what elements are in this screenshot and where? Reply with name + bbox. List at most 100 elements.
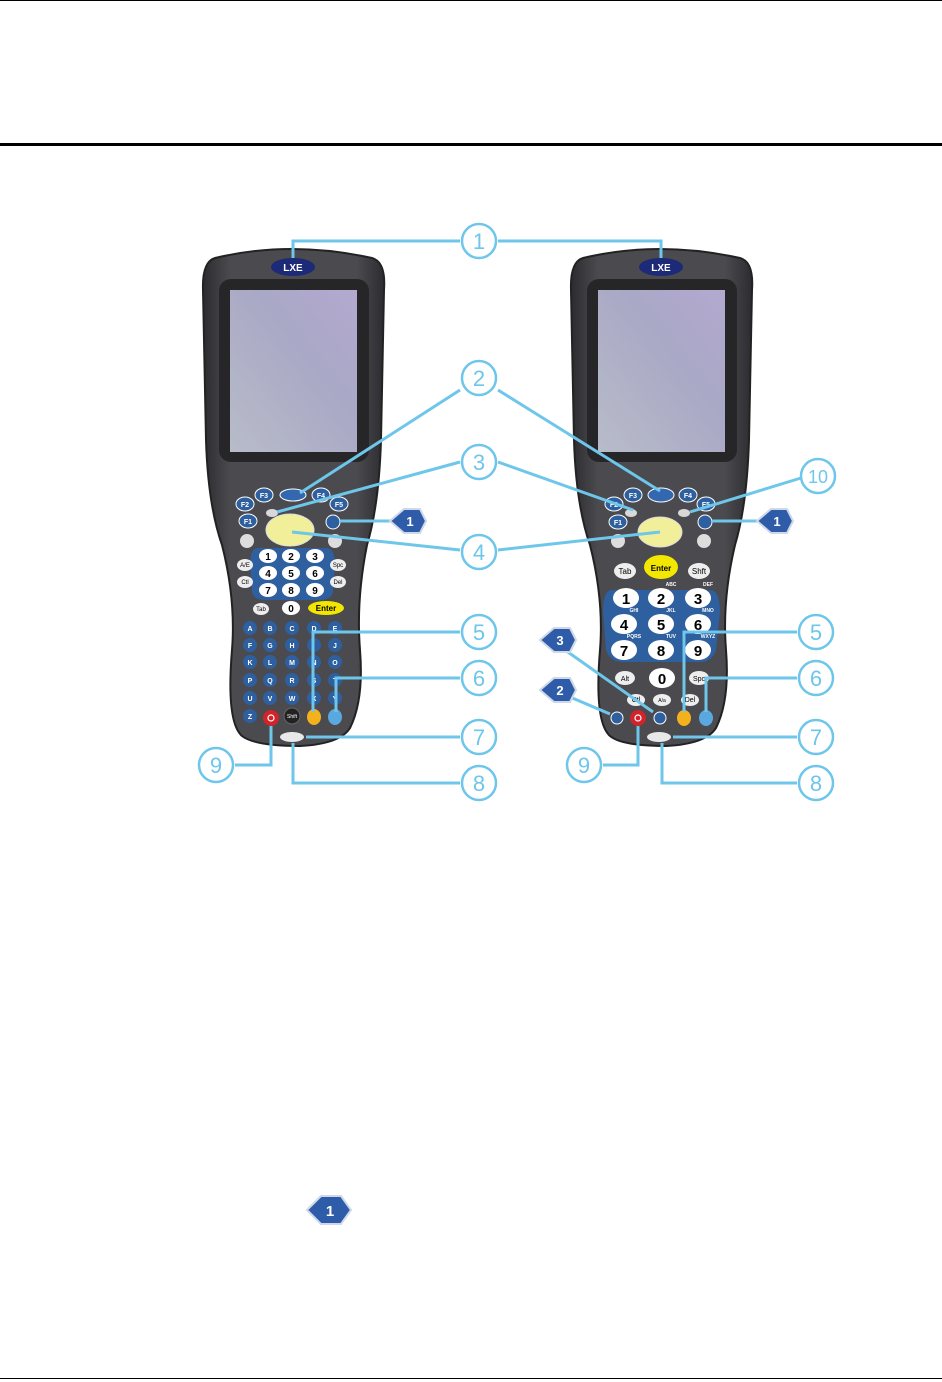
- marker-3: 3: [540, 628, 576, 652]
- hint-wxyz: WXYZ: [701, 634, 715, 640]
- letter-h: H: [289, 643, 294, 650]
- callout-9-right: 9: [578, 753, 590, 778]
- callout-4: 4: [473, 540, 485, 565]
- callout-6-right: 6: [810, 666, 822, 691]
- indicator-led-2: [678, 509, 690, 517]
- hint-jkl: JKL: [666, 608, 675, 614]
- marker-1-left-label: 1: [406, 514, 413, 529]
- callout-6-left: 6: [473, 666, 485, 691]
- marker-1-legend-label: 1: [326, 1203, 334, 1220]
- hint-pqrs: PQRS: [627, 634, 642, 640]
- letter-u: U: [247, 696, 252, 703]
- letter-j: J: [333, 643, 337, 650]
- letter-z: Z: [248, 714, 253, 721]
- callout-9-left: 9: [210, 753, 222, 778]
- marker-3-label: 3: [556, 633, 563, 648]
- digit-7: 7: [620, 643, 628, 660]
- letter-l: L: [268, 660, 273, 667]
- callout-7-left: 7: [473, 725, 485, 750]
- up-arrow-key: [697, 534, 711, 548]
- callout-5-left: 5: [473, 620, 485, 645]
- enter-key-label: Enter: [651, 564, 671, 573]
- callout-10: 10: [808, 467, 828, 487]
- callout-3: 3: [473, 450, 485, 475]
- callout-5-right: 5: [810, 620, 822, 645]
- digit-4: 4: [620, 617, 629, 634]
- letter-k: K: [247, 660, 252, 667]
- key-alt-label: Alt: [621, 676, 629, 683]
- hint-abc: ABC: [666, 582, 677, 588]
- letter-m: M: [289, 660, 295, 667]
- marker-2: 2: [540, 678, 576, 702]
- enter-key-label: Enter: [316, 604, 336, 613]
- letter-p: P: [248, 678, 253, 685]
- key-del-label: Del: [685, 697, 696, 704]
- marker-1-legend: 1: [307, 1196, 351, 1224]
- blue-modifier-key: [699, 710, 713, 726]
- diamond-key: [698, 515, 712, 529]
- key-tab-label: Tab: [256, 607, 266, 613]
- key-f1-label: F1: [614, 520, 622, 527]
- key-ae-label: A/E: [240, 563, 250, 569]
- orange-modifier-key: [677, 710, 691, 726]
- key-spc-label: Spc: [693, 676, 706, 683]
- letter-r: R: [289, 678, 294, 685]
- letter-a: A: [247, 626, 252, 633]
- indicator-led: [266, 509, 278, 517]
- key-del-label: Del: [333, 580, 342, 586]
- key-f2-label: F2: [241, 502, 249, 509]
- letter-b: B: [267, 626, 272, 633]
- letter-f: F: [248, 643, 253, 650]
- callout-1: 1: [473, 229, 485, 254]
- scanner-window: [647, 732, 671, 742]
- digit-2: 2: [288, 552, 294, 563]
- key-spc-label: Spc: [333, 563, 343, 569]
- marker-1-right: 1: [757, 509, 793, 533]
- callout-8-right: 8: [810, 771, 822, 796]
- key-f1-label: F1: [244, 519, 252, 526]
- marker-1-left: 1: [390, 509, 426, 533]
- letter-c: C: [289, 626, 294, 633]
- digit-3: 3: [694, 591, 702, 608]
- logo-text: LXE: [651, 263, 671, 274]
- shift-key-label: Shift: [287, 714, 298, 720]
- hint-tuv: TUV: [666, 634, 677, 640]
- digit-5: 5: [657, 617, 665, 634]
- screen: [598, 290, 725, 452]
- digit-1: 1: [622, 591, 630, 608]
- digit-6: 6: [312, 569, 318, 580]
- hint-ghi: GHI: [630, 608, 640, 614]
- letter-w: W: [289, 696, 296, 703]
- key-aa-label: A/a: [658, 698, 666, 704]
- digit-8: 8: [288, 586, 294, 597]
- hint-mno: MNO: [702, 608, 714, 614]
- digit-9: 9: [694, 643, 702, 660]
- callout-7-right: 7: [810, 725, 822, 750]
- letter-v: V: [268, 696, 273, 703]
- key-shft-label: Shft: [692, 567, 707, 576]
- power-button: [263, 710, 279, 726]
- digit-9: 9: [312, 586, 318, 597]
- speaker-button: [648, 488, 674, 502]
- letter-g: G: [267, 643, 273, 650]
- key-ctl-label: Ctl: [241, 580, 248, 586]
- power-button: [630, 710, 646, 726]
- hint-def: DEF: [703, 582, 713, 588]
- digit-3: 3: [312, 552, 318, 563]
- digit-8: 8: [657, 643, 665, 660]
- device-left: LXE F3 F4 F2 F5 F1 1 2 3 4 5 6 7 8 9 0: [203, 249, 384, 746]
- key-tab-label: Tab: [619, 567, 632, 576]
- scan-button: [266, 514, 314, 546]
- key-f3-label: F3: [629, 493, 637, 500]
- digit-2: 2: [657, 591, 665, 608]
- scanner-window: [280, 732, 304, 742]
- digit-0: 0: [658, 671, 666, 688]
- letter-q: Q: [267, 678, 273, 685]
- digit-7: 7: [265, 586, 271, 597]
- diamond-3-key: [654, 712, 666, 724]
- logo-text: LXE: [283, 263, 303, 274]
- screen: [230, 290, 357, 452]
- letter-o: O: [332, 660, 338, 667]
- marker-1-right-label: 1: [773, 514, 780, 529]
